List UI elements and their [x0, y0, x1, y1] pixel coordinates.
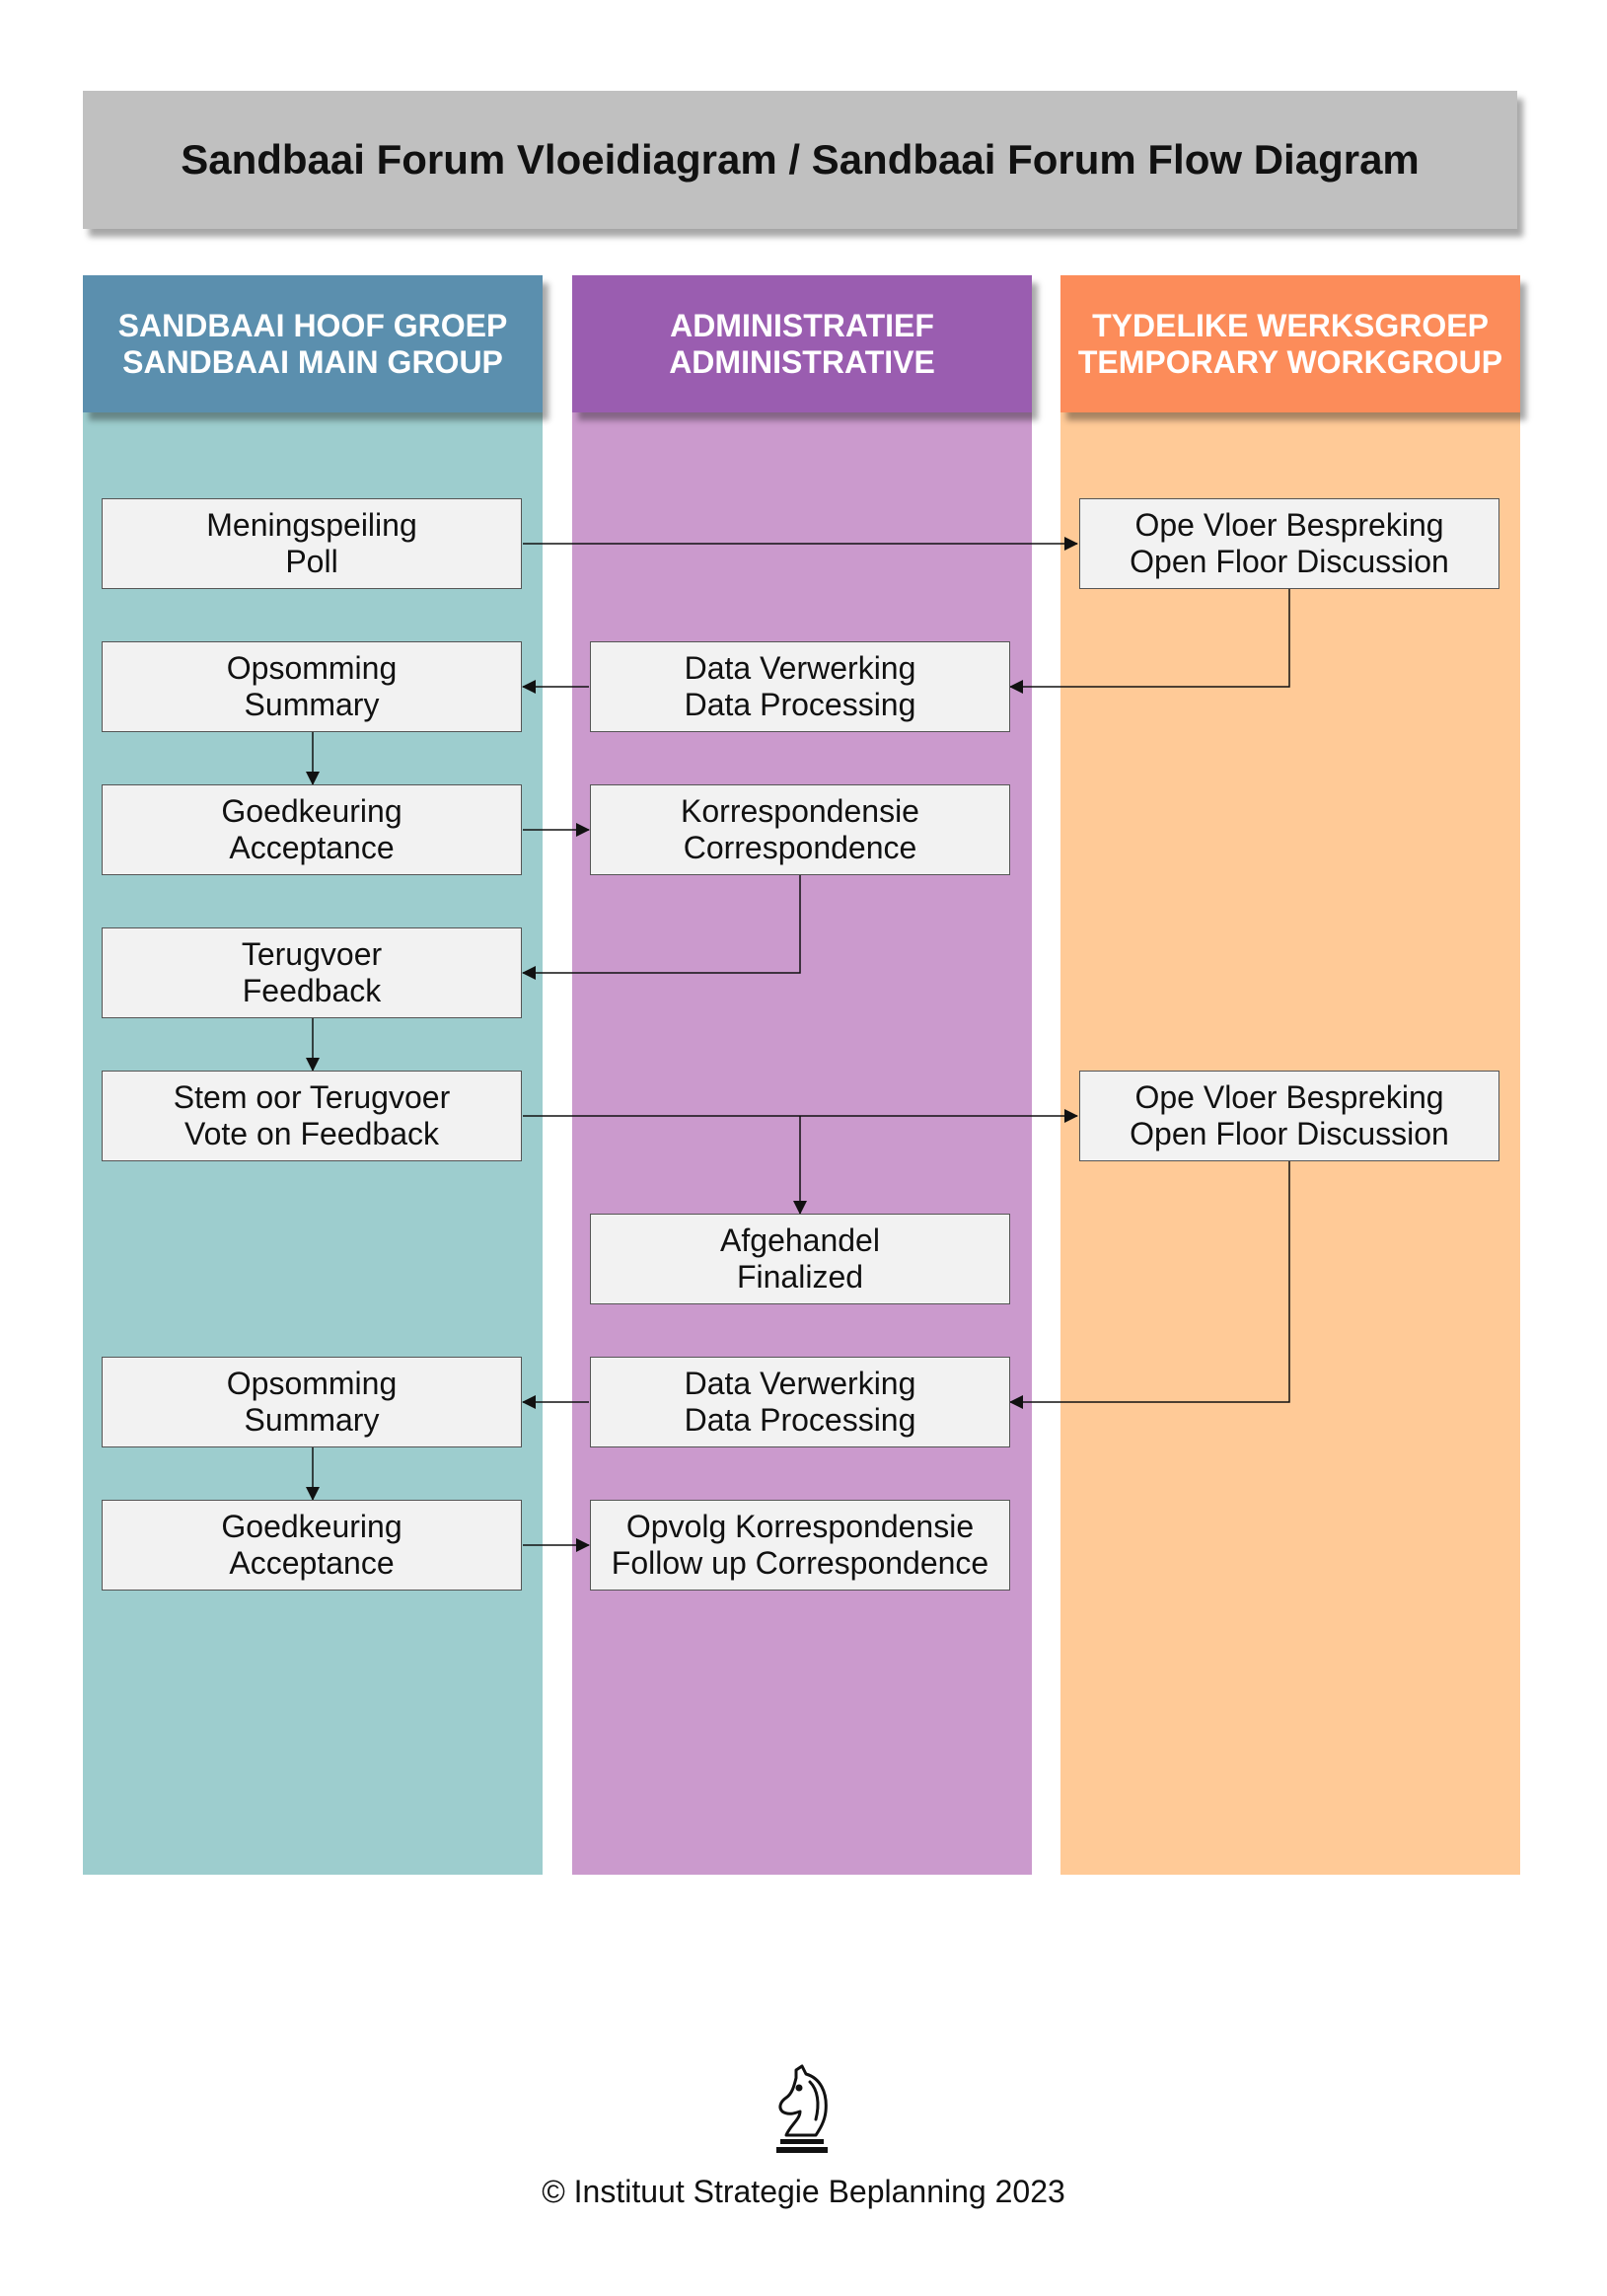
- node-label-line2: Data Processing: [684, 687, 916, 722]
- node-label-line1: Ope Vloer Bespreking: [1134, 507, 1444, 543]
- node-label-line2: Correspondence: [683, 830, 917, 865]
- node-label-line2: Acceptance: [229, 1545, 395, 1581]
- node-label-line2: Finalized: [736, 1259, 864, 1295]
- node-label-line1: Goedkeuring: [221, 793, 402, 829]
- node-label-line2: Open Floor Discussion: [1130, 544, 1449, 579]
- node-summary-1: Opsomming Summary: [102, 641, 522, 732]
- node-label-line2: Open Floor Discussion: [1130, 1116, 1449, 1151]
- lane-header-temporary-workgroup: TYDELIKE WERKSGROEP TEMPORARY WORKGROUP: [1060, 275, 1520, 412]
- node-label-line1: Ope Vloer Bespreking: [1134, 1079, 1444, 1115]
- node-label-line1: Data Verwerking: [684, 1366, 916, 1401]
- node-label-line1: Goedkeuring: [221, 1509, 402, 1544]
- node-label-line1: Korrespondensie: [681, 793, 919, 829]
- node-data-processing-1: Data Verwerking Data Processing: [590, 641, 1010, 732]
- node-label-line2: Data Processing: [684, 1402, 916, 1438]
- arrow-correspondence-to-feedback: [522, 875, 801, 980]
- node-label-line1: Stem oor Terugvoer: [173, 1079, 451, 1115]
- node-vote-on-feedback: Stem oor Terugvoer Vote on Feedback: [102, 1071, 522, 1161]
- node-label-line1: Terugvoer: [241, 936, 383, 972]
- node-summary-2: Opsomming Summary: [102, 1357, 522, 1447]
- node-correspondence: Korrespondensie Correspondence: [590, 784, 1010, 875]
- node-label-line1: Opsomming: [226, 1366, 398, 1401]
- node-poll: Meningspeiling Poll: [102, 498, 522, 589]
- node-label-line2: Vote on Feedback: [184, 1116, 439, 1151]
- lane-header-line1: ADMINISTRATIEF: [670, 307, 934, 343]
- node-label-line1: Data Verwerking: [684, 650, 916, 686]
- node-label-line2: Summary: [244, 1402, 380, 1438]
- diagram-title-bar: Sandbaai Forum Vloeidiagram / Sandbaai F…: [83, 91, 1517, 229]
- node-label-line2: Summary: [244, 687, 380, 722]
- node-label-line2: Poll: [285, 544, 338, 579]
- lane-header-line1: TYDELIKE WERKSGROEP: [1092, 307, 1489, 343]
- lane-header-line1: SANDBAAI HOOF GROEP: [117, 307, 508, 343]
- diagram-title: Sandbaai Forum Vloeidiagram / Sandbaai F…: [181, 136, 1420, 183]
- lane-header-line2: ADMINISTRATIVE: [669, 343, 935, 380]
- node-data-processing-2: Data Verwerking Data Processing: [590, 1357, 1010, 1447]
- knight-chess-piece-icon: [776, 2064, 828, 2153]
- node-label-line1: Afgehandel: [720, 1222, 880, 1258]
- node-label-line1: Meningspeiling: [206, 507, 417, 543]
- node-open-floor-discussion-2: Ope Vloer Bespreking Open Floor Discussi…: [1079, 1071, 1499, 1161]
- lane-header-line2: TEMPORARY WORKGROUP: [1077, 343, 1503, 380]
- node-follow-up-correspondence: Opvolg Korrespondensie Follow up Corresp…: [590, 1500, 1010, 1591]
- node-label-line1: Opsomming: [226, 650, 398, 686]
- node-feedback: Terugvoer Feedback: [102, 927, 522, 1018]
- node-label-line1: Opvolg Korrespondensie: [625, 1509, 975, 1544]
- node-label-line2: Acceptance: [229, 830, 395, 865]
- lane-header-main-group: SANDBAAI HOOF GROEP SANDBAAI MAIN GROUP: [83, 275, 543, 412]
- arrow-open-floor-to-data-processing-2: [1009, 1161, 1290, 1409]
- lane-header-line2: SANDBAAI MAIN GROUP: [122, 343, 503, 380]
- lane-header-administrative: ADMINISTRATIEF ADMINISTRATIVE: [572, 275, 1032, 412]
- arrow-open-floor-to-data-processing: [1009, 589, 1290, 694]
- node-open-floor-discussion-1: Ope Vloer Bespreking Open Floor Discussi…: [1079, 498, 1499, 589]
- node-acceptance-1: Goedkeuring Acceptance: [102, 784, 522, 875]
- node-finalized: Afgehandel Finalized: [590, 1214, 1010, 1304]
- node-acceptance-2: Goedkeuring Acceptance: [102, 1500, 522, 1591]
- copyright-footer: © Instituut Strategie Beplanning 2023: [542, 2174, 1065, 2209]
- node-label-line2: Feedback: [242, 973, 382, 1008]
- node-label-line2: Follow up Correspondence: [611, 1545, 989, 1581]
- lane-administrative: [572, 275, 1032, 1875]
